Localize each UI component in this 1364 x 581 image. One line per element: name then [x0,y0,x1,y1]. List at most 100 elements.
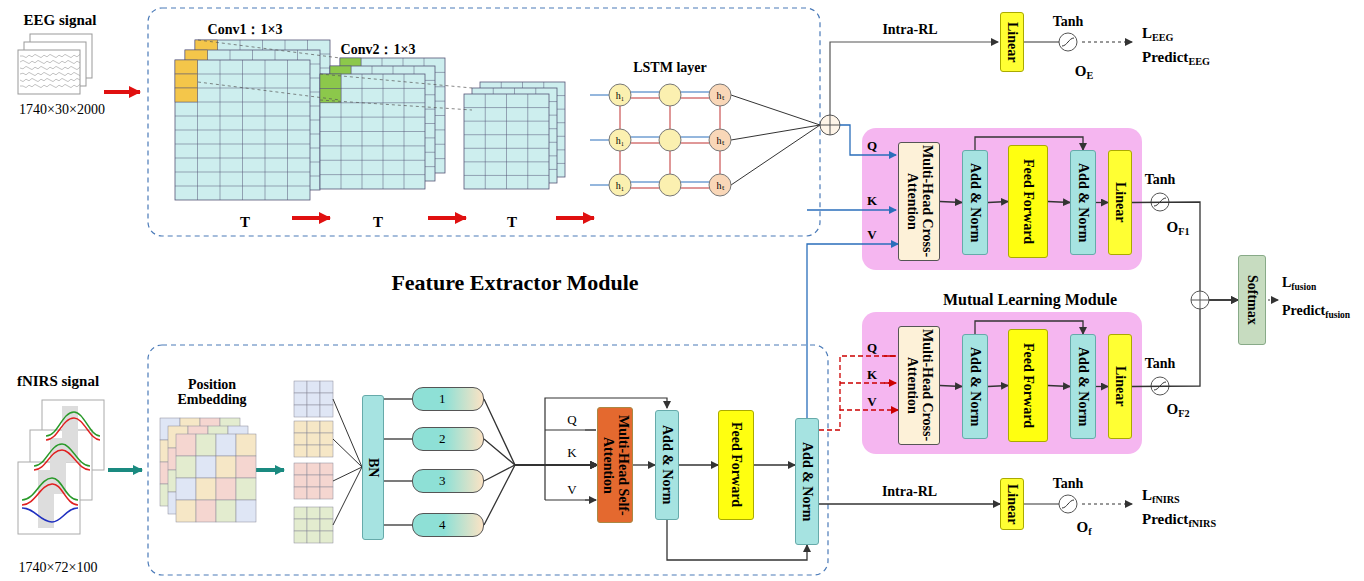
qkv-letter: V [867,228,876,242]
connector [940,202,962,203]
output-name: OF2 [1167,401,1190,419]
box-label: 3 [439,473,446,489]
lstm-link [681,188,709,189]
embedding-cell [196,500,216,522]
patch-link [333,467,362,481]
query-line [840,125,896,155]
subscript: F2 [1178,408,1189,419]
output-name: OE [1075,63,1093,81]
grid-line [464,148,549,149]
patch-cell [294,507,307,519]
patch-cell [294,445,307,457]
patch-cell [320,433,333,445]
module-title: Mutual Learning Module [943,291,1117,309]
mutual-panel [862,128,1142,270]
connector [384,438,412,439]
connector [819,503,1000,504]
loss-name: LEEG [1142,25,1174,43]
connector [484,439,597,465]
module-title: Feature Extractor Module [391,271,638,295]
qkv-letter: Q [567,413,576,427]
eeg-trace [20,72,80,75]
lstm-link [720,151,721,174]
kernel-cell [175,88,198,102]
patch-cell [307,463,320,475]
lstm-link [670,106,671,129]
grid-line [464,175,549,176]
box-label: Linear [1005,484,1020,524]
lstm-cell [609,129,631,151]
feedforward-box: Feed Forward [1008,145,1048,258]
box-label: Multi-Head Self-Attention [600,408,629,522]
patch-cell [294,531,307,543]
kernel-cell [175,74,198,88]
mutual-panel [862,312,1142,454]
connector [384,398,412,399]
patch-cell [307,405,320,417]
loss-name: LfNIRS [1142,487,1180,505]
qkv-letter: Q [867,139,877,153]
box-label: Feed Forward [1021,343,1036,428]
output-arrow [1268,300,1278,301]
dimension: 1740×72×100 [19,560,98,575]
grid-line [527,94,528,189]
lstm-cell [709,84,731,106]
eeg-illustration [18,34,92,94]
box-label: Add & Norm [968,347,983,426]
connector [679,464,718,465]
output-name: Of [1076,519,1091,537]
patch-cell [320,475,333,487]
subscript: F1 [1178,226,1189,237]
embedding-cell [176,456,196,478]
embedding-cell [236,456,256,478]
eeg-trace [20,66,80,69]
patch-cell [320,445,333,457]
module-outline [148,345,828,575]
kernel-cell [320,74,341,88]
patch-cell [294,381,307,393]
embedding-cell [196,478,216,500]
box-label: Add & Norm [660,425,675,504]
patch-cell [320,531,333,543]
grid-line [175,158,310,159]
box-label: Multi-Head Cross-Attention [904,143,933,260]
feature-map [175,60,310,200]
grid-line [175,130,310,131]
lstm-link [631,137,659,138]
embedding-cell [176,500,196,522]
layer-name: Position Embedding [162,377,262,408]
grid-line [320,145,425,146]
flow-arrow [428,216,466,220]
box-label: Linear [1113,182,1128,222]
tanh-symbol [1059,33,1077,51]
norm-box: Add & Norm [1070,150,1096,255]
linear-box: Linear [1000,12,1024,72]
signal-name: EEG signal [24,12,97,29]
flow-arrow [104,90,140,94]
lstm-cell [609,174,631,196]
prediction-name: PredictEEG [1142,49,1210,67]
axis-label: T [240,214,250,231]
grid-line [175,172,310,173]
lstm-cell [659,174,681,196]
patch-cell [307,445,320,457]
batchnorm-box: BN [362,395,384,540]
sum-symbol [820,115,840,135]
kernel-cell [175,60,198,74]
grid-line [485,94,486,189]
kernel-guide [198,40,340,58]
lstm-link [631,143,659,144]
module-outline [148,8,820,236]
connector [384,524,412,525]
subscript: EEG [1152,32,1174,43]
tanh-symbol [1059,495,1077,513]
connector [940,386,962,387]
connector [754,464,795,465]
embedding-cell [236,478,256,500]
box-label: Add & Norm [968,163,983,242]
patch-cell [294,433,307,445]
lstm-link [631,188,659,189]
qkv-letter: K [867,368,877,382]
token-pill: 3 [412,469,484,493]
